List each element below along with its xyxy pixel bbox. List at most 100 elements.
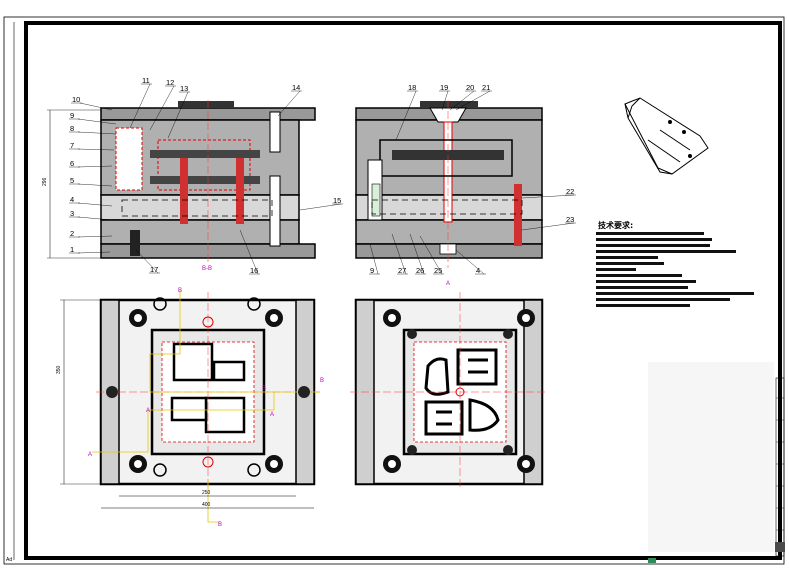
front-leader-15: [299, 203, 342, 211]
front-balloon-1: 1: [70, 245, 74, 254]
side-balloon-2: 19: [440, 83, 448, 92]
title-block: [648, 362, 785, 563]
technical-requirements: 技术要求:: [596, 220, 754, 307]
side-leader-1: [395, 90, 417, 141]
req-line-1: [596, 232, 704, 235]
front-balloon-9: 9: [70, 111, 74, 120]
tech-requirements-title: 技术要求:: [598, 220, 633, 230]
sheet-inner-border: [24, 21, 782, 560]
req-line-13: [596, 304, 690, 307]
side-balloon-1: 18: [408, 83, 416, 92]
side-leader-3: [449, 90, 475, 111]
side-leader-5: [521, 194, 575, 199]
req-line-12: [596, 298, 730, 301]
front-height-dim: 296: [42, 177, 48, 186]
side-balloon-7: 9: [370, 266, 374, 275]
front-leader-2: [77, 235, 113, 238]
front-leader-3: [77, 216, 113, 221]
corner-mark: Ad: [6, 557, 12, 563]
front-balloon-7: 7: [70, 141, 74, 150]
side-balloon-4: 21: [482, 83, 490, 92]
req-line-10: [596, 286, 688, 289]
side-leader-9: [409, 233, 425, 275]
front-leader-9: [77, 118, 117, 125]
fixed-half-guide-holes: [383, 309, 535, 473]
front-balloon-14: 14: [292, 83, 300, 92]
front-section-label: B-B: [202, 266, 212, 272]
product-isometric-sketch: [624, 97, 709, 175]
req-line-9: [596, 280, 696, 283]
front-leader-1: [77, 251, 111, 254]
section-mark-a2: A: [146, 408, 150, 414]
front-balloon-16: 16: [250, 266, 258, 275]
front-section-view: [100, 100, 316, 262]
plan-width-dim-b: 400: [202, 502, 211, 508]
front-leader-14: [277, 90, 301, 117]
front-balloon-3: 3: [70, 209, 74, 218]
req-line-5: [596, 256, 658, 259]
moving-half-plan-view: [92, 290, 320, 523]
side-section-view: A: [355, 100, 543, 287]
req-line-4: [596, 250, 736, 253]
plan-width-dim-a: 250: [202, 490, 211, 496]
front-balloon-13: 13: [180, 84, 188, 93]
req-line-11: [596, 292, 754, 295]
front-leader-8: [77, 131, 117, 135]
sheet-outer-border: [3, 16, 785, 565]
req-line-7: [596, 268, 636, 271]
side-leader-8: [391, 233, 407, 275]
req-line-3: [596, 244, 710, 247]
section-mark-a3: A: [270, 412, 274, 418]
front-balloon-17: 17: [150, 265, 158, 274]
req-line-8: [596, 274, 682, 277]
front-leader-6: [77, 165, 113, 168]
front-leader-13: [167, 91, 189, 139]
sheet-tab-marker: [648, 558, 656, 563]
front-leader-17: [135, 249, 159, 274]
side-balloon-9: 26: [416, 266, 424, 275]
section-mark-b3: B: [262, 386, 266, 392]
front-leader-16: [239, 229, 259, 275]
front-balloon-8: 8: [70, 124, 74, 133]
front-dimension-lines: 296 B-B: [42, 109, 212, 272]
side-leader-7: [369, 243, 379, 275]
side-leader-lines: [369, 90, 576, 275]
front-balloon-11: 11: [142, 76, 150, 85]
side-balloon-11: 4: [476, 266, 480, 275]
side-balloon-6: 23: [566, 215, 574, 224]
front-leader-11: [129, 83, 151, 129]
front-balloon-2: 2: [70, 229, 74, 238]
req-line-2: [596, 238, 712, 241]
side-leader-2: [441, 90, 449, 111]
front-balloon-4: 4: [70, 195, 74, 204]
front-balloon-12: 12: [166, 78, 174, 87]
section-mark-a1: A: [88, 452, 92, 458]
section-mark-b4: B: [218, 522, 222, 528]
side-leader-10: [419, 235, 443, 275]
side-balloon-3: 20: [466, 83, 474, 92]
front-balloon-10: 10: [72, 95, 80, 104]
side-section-label: A: [446, 281, 450, 287]
section-mark-b2: B: [320, 378, 324, 384]
front-balloon-5: 5: [70, 176, 74, 185]
front-balloon-15: 15: [333, 196, 341, 205]
plan-height-dim: 350: [56, 365, 62, 374]
front-leader-lines: [69, 83, 343, 275]
plan-section-marks: B B B B A A A: [88, 288, 324, 528]
front-leader-10: [79, 102, 113, 111]
front-leader-5: [77, 183, 113, 187]
req-line-6: [596, 262, 664, 265]
side-balloon-5: 22: [566, 187, 574, 196]
front-balloon-6: 6: [70, 159, 74, 168]
front-leader-7: [77, 148, 115, 151]
side-leader-6: [521, 222, 575, 231]
side-leader-11: [455, 249, 485, 275]
section-mark-b1: B: [178, 288, 182, 294]
side-leader-4: [455, 90, 491, 111]
plan-dimensions: 350 250 400: [56, 299, 314, 509]
front-leader-12: [149, 85, 175, 131]
moving-half-guide-holes: [106, 297, 310, 477]
